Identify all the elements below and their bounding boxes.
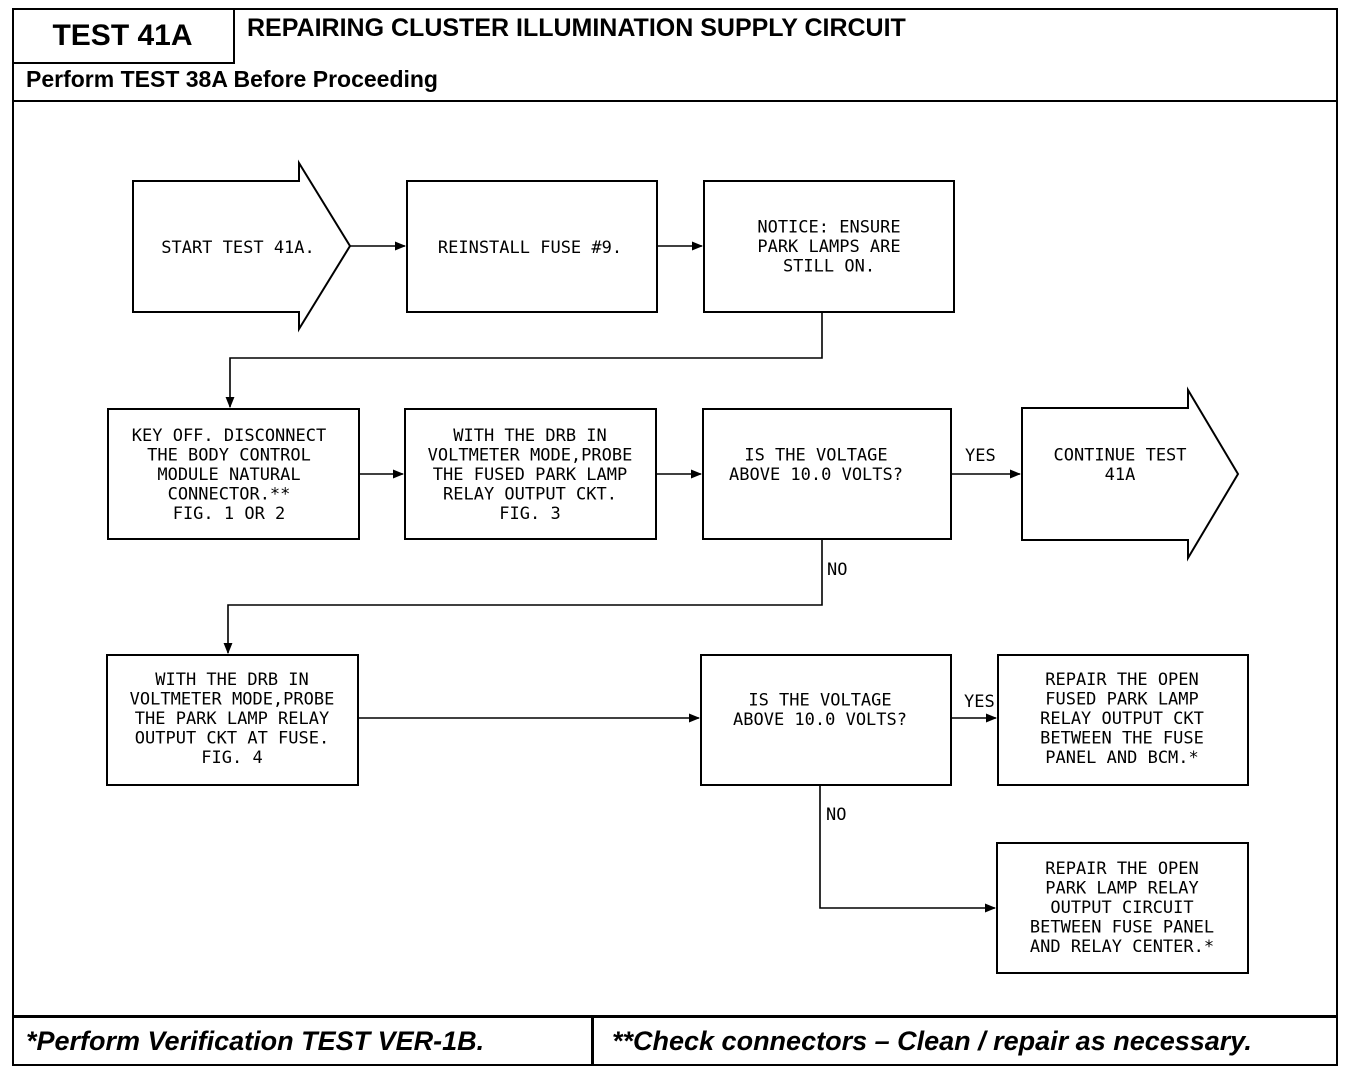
node-text-line: REPAIR THE OPEN	[1045, 859, 1199, 879]
start-label: START TEST 41A.	[161, 238, 315, 258]
no-label-1: NO	[827, 560, 847, 580]
node-text-line: ABOVE 10.0 VOLTS?	[733, 710, 907, 730]
connector-notice-keyoff	[225, 312, 823, 409]
node-text-line: NOTICE: ENSURE	[757, 218, 900, 238]
page-frame	[12, 8, 1338, 1066]
node-text-line: PANEL AND BCM.*	[1045, 748, 1199, 768]
yes-label-2: YES	[964, 692, 995, 712]
node-text-line: PARK LAMP RELAY	[1045, 879, 1199, 899]
page-subtitle: Perform TEST 38A Before Proceeding	[26, 66, 438, 92]
node-text-line: CONNECTOR.**	[168, 485, 291, 505]
node-text-line: ABOVE 10.0 VOLTS?	[729, 465, 903, 485]
node-text-line: 41A	[1105, 465, 1136, 485]
node-text-line: AND RELAY CENTER.*	[1030, 937, 1214, 957]
node-text-line: VOLTMETER MODE,PROBE	[428, 446, 633, 466]
connector-q1-no	[223, 539, 823, 655]
node-text-line: WITH THE DRB IN	[453, 426, 607, 446]
node-text-line: THE FUSED PARK LAMP	[433, 465, 627, 485]
node-text-line: IS THE VOLTAGE	[744, 445, 887, 465]
node-text-line: FIG. 1 OR 2	[173, 504, 286, 524]
continue-arrow-shape	[1021, 386, 1240, 562]
node-text-line: BETWEEN FUSE PANEL	[1030, 918, 1214, 938]
no-label-2: NO	[826, 805, 846, 825]
node-text-line: FUSED PARK LAMP	[1045, 690, 1199, 710]
node-text-line: PARK LAMPS ARE	[757, 237, 900, 257]
node-text-line: REPAIR THE OPEN	[1045, 670, 1199, 690]
footer-note-verification: *Perform Verification TEST VER-1B.	[26, 1026, 485, 1056]
connector-q2-no	[819, 785, 997, 913]
node-text-line: THE BODY CONTROL	[147, 446, 311, 466]
repair-park-box	[996, 842, 1249, 974]
footer-separator	[591, 1015, 594, 1066]
node-text-line: OUTPUT CIRCUIT	[1050, 898, 1193, 918]
voltage-q2-box	[700, 654, 952, 786]
footer-divider	[12, 1015, 1338, 1018]
header-divider	[12, 100, 1338, 102]
page-title: REPAIRING CLUSTER ILLUMINATION SUPPLY CI…	[247, 14, 906, 42]
node-text-line: REINSTALL FUSE #9.	[438, 238, 622, 258]
reinstall-label: REINSTALL FUSE #9.	[438, 238, 622, 258]
node-text-line: BETWEEN THE FUSE	[1040, 729, 1204, 749]
probe-fuse-box	[106, 654, 359, 786]
node-text-line: IS THE VOLTAGE	[748, 690, 891, 710]
node-text-line: THE PARK LAMP RELAY	[135, 709, 329, 729]
node-text-line: KEY OFF. DISCONNECT	[132, 426, 326, 446]
start-arrow-shape	[132, 159, 352, 333]
node-text-line: MODULE NATURAL	[157, 465, 300, 485]
node-text-line: CONTINUE TEST	[1053, 445, 1186, 465]
test-id: TEST 41A	[12, 8, 235, 64]
node-text-line: FIG. 4	[201, 748, 262, 768]
node-text-line: OUTPUT CKT AT FUSE.	[135, 729, 329, 749]
node-text-line: FIG. 3	[499, 504, 560, 524]
yes-label-1: YES	[965, 446, 996, 466]
node-text-line: WITH THE DRB IN	[155, 670, 309, 690]
notice-box	[703, 180, 955, 313]
node-text-line: RELAY OUTPUT CKT	[1040, 709, 1204, 729]
node-text-line: VOLTMETER MODE,PROBE	[130, 690, 335, 710]
node-text-line: RELAY OUTPUT CKT.	[443, 485, 617, 505]
footer-note-connectors: **Check connectors – Clean / repair as n…	[612, 1026, 1252, 1056]
node-text-line: START TEST 41A.	[161, 238, 315, 258]
node-text-line: STILL ON.	[783, 257, 875, 277]
repair-fused-box	[997, 654, 1249, 786]
